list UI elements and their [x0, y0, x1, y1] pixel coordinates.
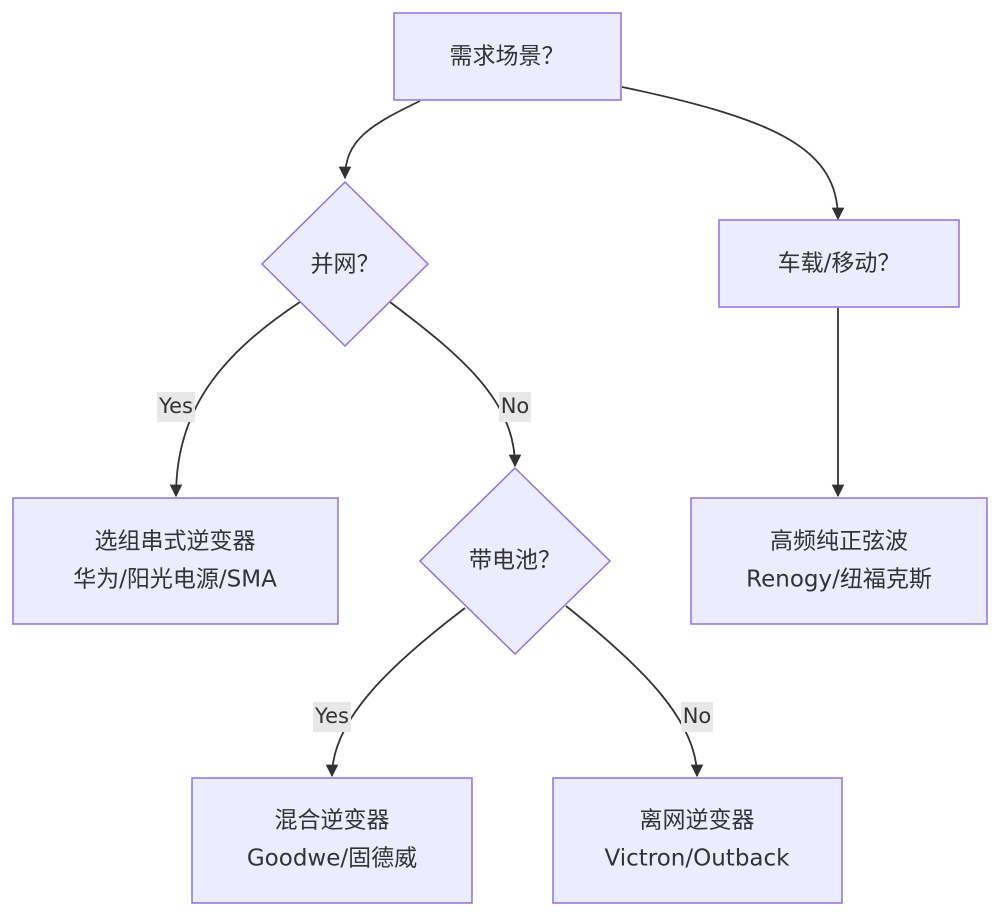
- svg-text:混合逆变器: 混合逆变器: [275, 808, 390, 834]
- edge-label-battery-no: No: [681, 702, 713, 732]
- edge-label-grid-yes: Yes: [157, 392, 195, 422]
- svg-text:Goodwe/固德威: Goodwe/固德威: [247, 846, 417, 872]
- node-scenario[interactable]: 需求场景？: [393, 12, 622, 101]
- svg-text:并网？: 并网？: [311, 252, 380, 278]
- edge-battery-to-hybrid: [325, 607, 466, 778]
- node-string-inverter[interactable]: 选组串式逆变器 华为/阳光电源/SMA: [12, 497, 339, 625]
- svg-text:华为/阳光电源/SMA: 华为/阳光电源/SMA: [73, 567, 277, 593]
- svg-text:No: No: [501, 394, 530, 418]
- svg-text:Renogy/纽福克斯: Renogy/纽福克斯: [746, 567, 932, 593]
- svg-text:车载/移动？: 车载/移动？: [778, 251, 901, 277]
- svg-text:离网逆变器: 离网逆变器: [640, 808, 755, 834]
- edge-battery-to-offgrid: [565, 605, 704, 778]
- node-hybrid-inverter[interactable]: 混合逆变器 Goodwe/固德威: [191, 777, 473, 904]
- node-grid-tied-decision[interactable]: 并网？: [260, 180, 430, 348]
- svg-text:选组串式逆变器: 选组串式逆变器: [95, 529, 256, 555]
- node-off-grid-inverter[interactable]: 离网逆变器 Victron/Outback: [552, 777, 843, 904]
- svg-text:高频纯正弦波: 高频纯正弦波: [770, 529, 908, 555]
- node-high-freq-inverter[interactable]: 高频纯正弦波 Renogy/纽福克斯: [690, 497, 988, 625]
- edge-scenario-to-vehicle: [621, 86, 845, 221]
- edge-grid-to-string: [169, 301, 301, 498]
- svg-text:需求场景？: 需求场景？: [450, 44, 565, 70]
- node-vehicle-mobile[interactable]: 车载/移动？: [718, 219, 960, 308]
- svg-text:带电池？: 带电池？: [469, 548, 561, 574]
- edge-label-battery-yes: Yes: [313, 702, 351, 732]
- edge-label-grid-no: No: [499, 392, 531, 422]
- svg-text:Victron/Outback: Victron/Outback: [605, 846, 791, 872]
- edge-scenario-to-grid: [338, 100, 421, 180]
- svg-text:Yes: Yes: [314, 704, 349, 728]
- edge-grid-to-battery: [389, 301, 522, 468]
- node-battery-decision[interactable]: 带电池？: [418, 466, 612, 656]
- svg-text:Yes: Yes: [158, 394, 193, 418]
- svg-text:No: No: [683, 704, 712, 728]
